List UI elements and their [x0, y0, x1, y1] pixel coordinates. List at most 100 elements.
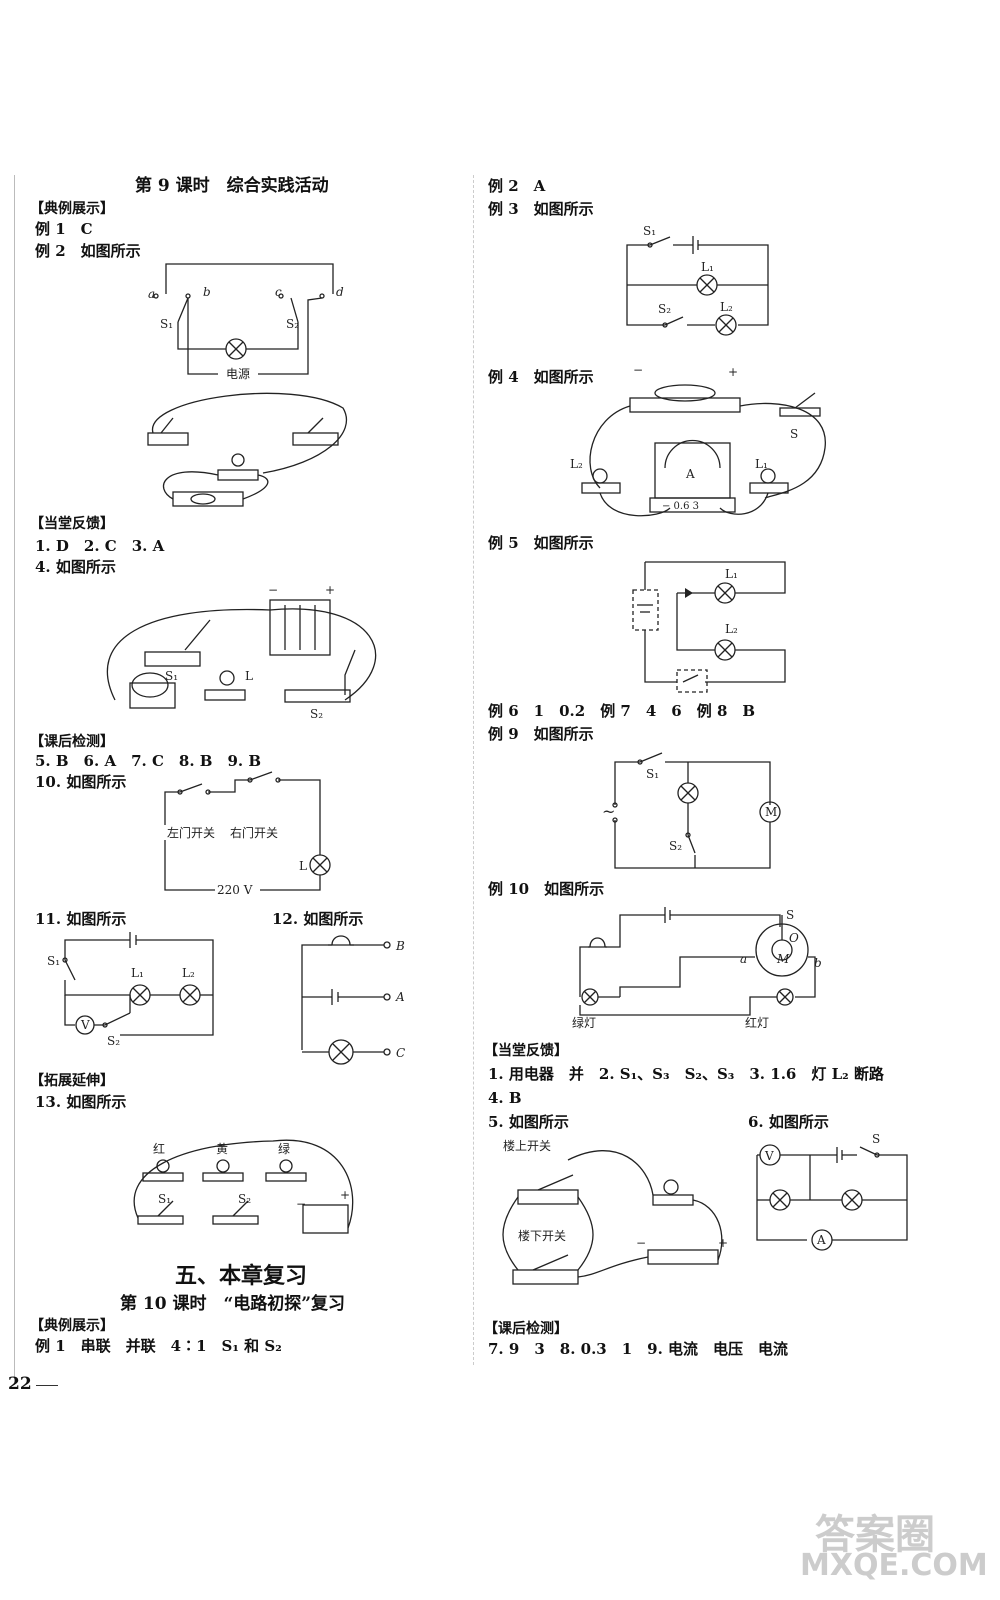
- right-example-9: 例 9 如图所示: [488, 725, 594, 743]
- label-a: a: [148, 287, 155, 301]
- section-feedback: 【当堂反馈】: [30, 516, 114, 532]
- label-plus: +: [718, 1236, 728, 1250]
- figure-example-4-wiring: − + S L₂ L₁ A − 0.6 3: [570, 363, 826, 517]
- label-b: b: [203, 285, 211, 299]
- label-red-light: 红灯: [745, 1015, 769, 1030]
- label-ammeter-scale: − 0.6 3: [662, 501, 699, 512]
- figure-12-circuit: B A C: [301, 935, 405, 1065]
- label-c: c: [275, 285, 282, 299]
- figure-example-2-circuit: a b c d S₁ S₂ 电源: [148, 263, 344, 381]
- right-feedback-6: 6. 如图所示: [748, 1113, 829, 1131]
- right-feedback-4: 4. B: [488, 1089, 522, 1107]
- label-l: L: [245, 669, 253, 683]
- label-s1: S₁: [646, 767, 659, 781]
- label-l1: L₁: [701, 260, 714, 274]
- label-s2: S₂: [658, 302, 671, 316]
- figure-10-circuit: 左门开关 右门开关 L 220 V: [164, 771, 331, 897]
- label-s2: S₂: [107, 1034, 120, 1048]
- label-plus: +: [325, 583, 335, 597]
- label-220v: 220 V: [217, 883, 253, 897]
- label-l2: L₂: [725, 622, 738, 636]
- label-plus: +: [340, 1188, 350, 1202]
- label-right-switch: 右门开关: [230, 825, 278, 840]
- column-divider: [473, 175, 474, 1365]
- extension-13: 13. 如图所示: [35, 1093, 127, 1111]
- lesson-10-title: 第 10 课时 “电路初探”复习: [120, 1294, 346, 1314]
- label-minus: −: [268, 583, 278, 597]
- label-s2: S₂: [286, 317, 299, 331]
- label-o: O: [789, 931, 799, 945]
- section-examples: 【典例展示】: [30, 201, 114, 217]
- figure-example-10-circuit: S O M a b 绿灯 红灯: [572, 907, 822, 1030]
- label-l2: L₂: [720, 300, 733, 314]
- label-lamp: L: [299, 859, 307, 873]
- label-a: A: [395, 990, 405, 1004]
- example-1: 例 1 C: [35, 220, 93, 238]
- lesson-10-example-1: 例 1 串联 并联 4∶1 S₁ 和 S₂: [35, 1337, 282, 1355]
- label-b: b: [814, 956, 822, 970]
- label-voltmeter: V: [764, 1149, 774, 1163]
- after-class-11: 11. 如图所示: [35, 910, 127, 928]
- label-m: M: [776, 952, 790, 966]
- right-after-class-7-9: 7. 9 3 8. 0.3 1 9. 电流 电压 电流: [488, 1340, 789, 1358]
- figure-13-wiring: 红 黄 绿 S₁ S₂ − +: [133, 1139, 354, 1234]
- label-minus: −: [633, 363, 643, 377]
- label-ammeter: A: [816, 1233, 826, 1247]
- label-ac: ~: [602, 802, 615, 821]
- figure-example-5-circuit: L₁ L₂: [632, 561, 786, 693]
- label-left-switch: 左门开关: [167, 825, 215, 840]
- right-example-3: 例 3 如图所示: [488, 200, 594, 218]
- label-v: V: [80, 1018, 90, 1032]
- label-ammeter: A: [685, 467, 695, 481]
- page-number: 22: [8, 1374, 32, 1394]
- right-feedback-5: 5. 如图所示: [488, 1113, 569, 1131]
- after-class-5-9: 5. B 6. A 7. C 8. B 9. B: [35, 752, 262, 770]
- label-d: d: [336, 285, 344, 299]
- section-examples-2: 【典例展示】: [30, 1318, 114, 1334]
- label-minus: −: [636, 1236, 646, 1250]
- after-class-10: 10. 如图所示: [35, 773, 127, 791]
- right-example-4: 例 4 如图所示: [488, 368, 594, 386]
- label-s: S: [786, 908, 794, 922]
- section-after-class: 【课后检测】: [30, 734, 114, 750]
- label-yellow: 黄: [216, 1142, 228, 1156]
- label-s2: S₂: [669, 839, 682, 853]
- label-c: C: [396, 1046, 405, 1060]
- label-s1: S₁: [165, 669, 178, 683]
- label-s2: S₂: [310, 707, 323, 721]
- label-l1: L₁: [725, 567, 738, 581]
- label-minus: −: [296, 1197, 306, 1211]
- feedback-4: 4. 如图所示: [35, 558, 116, 576]
- label-s1: S₁: [160, 317, 173, 331]
- label-s1: S₁: [47, 954, 60, 968]
- lesson-9-title: 第 9 课时 综合实践活动: [135, 176, 329, 196]
- label-green: 绿: [278, 1141, 290, 1156]
- right-feedback-1-3: 1. 用电器 并 2. S₁、S₃ S₂、S₃ 3. 1.6 灯 L₂ 断路: [488, 1065, 884, 1083]
- label-switch: S: [872, 1132, 880, 1146]
- figure-feedback-6-circuit: V A S: [756, 1132, 908, 1251]
- label-power: 电源: [226, 367, 250, 381]
- label-a: a: [740, 952, 747, 966]
- example-2: 例 2 如图所示: [35, 242, 141, 260]
- feedback-1-3: 1. D 2. C 3. A: [35, 537, 165, 555]
- figure-example-3-circuit: S₁ L₁ S₂ L₂: [626, 224, 769, 336]
- label-b: B: [395, 939, 405, 953]
- label-l2: L₂: [570, 457, 583, 471]
- right-section-feedback: 【当堂反馈】: [484, 1043, 568, 1059]
- figure-example-9-circuit: S₁ S₂ M ~: [602, 752, 781, 869]
- label-green-light: 绿灯: [572, 1015, 596, 1030]
- label-l2: L₂: [182, 966, 195, 980]
- label-downstairs-switch: 楼下开关: [518, 1228, 566, 1243]
- left-margin-rule: [14, 175, 15, 1385]
- right-example-2: 例 2 A: [488, 177, 546, 195]
- right-example-10: 例 10 如图所示: [488, 880, 605, 898]
- figure-feedback-4-wiring: − + S₁ L S₂: [106, 583, 376, 721]
- label-s: S: [790, 427, 798, 441]
- label-s1: S₁: [643, 224, 656, 238]
- after-class-12: 12. 如图所示: [272, 910, 364, 928]
- label-l1: L₁: [755, 457, 768, 471]
- label-l1: L₁: [131, 966, 144, 980]
- label-upstairs-switch: 楼上开关: [503, 1138, 551, 1153]
- right-example-5: 例 5 如图所示: [488, 534, 594, 552]
- page-number-dash: [36, 1385, 58, 1386]
